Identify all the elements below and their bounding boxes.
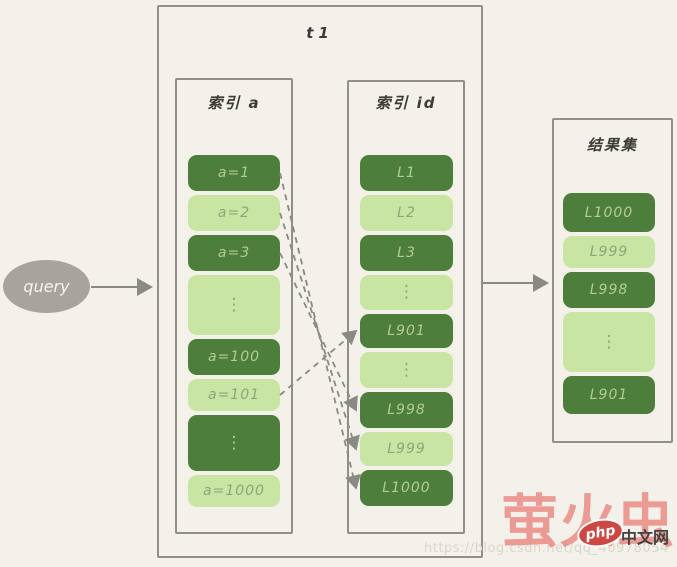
php-logo-text: php: [584, 522, 617, 544]
index-cell: a=101: [188, 379, 280, 411]
index-cell: a=2: [188, 195, 280, 231]
index-a-title: 索引 a: [207, 94, 261, 112]
index-cell: a=1000: [188, 475, 280, 507]
index-cell: L1: [360, 155, 453, 191]
result-cell: L1000: [563, 193, 655, 232]
query-node: query: [3, 260, 90, 313]
index-cell: a=3: [188, 235, 280, 271]
index-cell: L998: [360, 392, 453, 428]
index-cell: a=100: [188, 339, 280, 375]
watermark-site-name: 中文网: [621, 528, 670, 547]
result-set-title: 结果集: [586, 136, 638, 154]
index-cell: ⋮: [360, 275, 453, 310]
index-cell: L2: [360, 195, 453, 231]
index-cell: ⋮: [188, 275, 280, 335]
result-set-box: 结果集: [552, 118, 673, 443]
index-cell: L3: [360, 235, 453, 271]
index-cell: L1000: [360, 470, 453, 506]
table-title: t1: [306, 24, 334, 42]
result-cell: L999: [563, 236, 655, 268]
index-cell: ⋮: [360, 352, 453, 388]
index-cell: L901: [360, 314, 453, 348]
result-cell: L998: [563, 272, 655, 308]
index-id-title: 索引 id: [375, 94, 437, 112]
index-cell: L999: [360, 432, 453, 466]
query-label: query: [23, 277, 70, 296]
index-cell: a=1: [188, 155, 280, 191]
index-cell: ⋮: [188, 415, 280, 471]
result-cell: L901: [563, 376, 655, 414]
table-box: t1: [157, 5, 483, 558]
result-cell: ⋮: [563, 312, 655, 372]
